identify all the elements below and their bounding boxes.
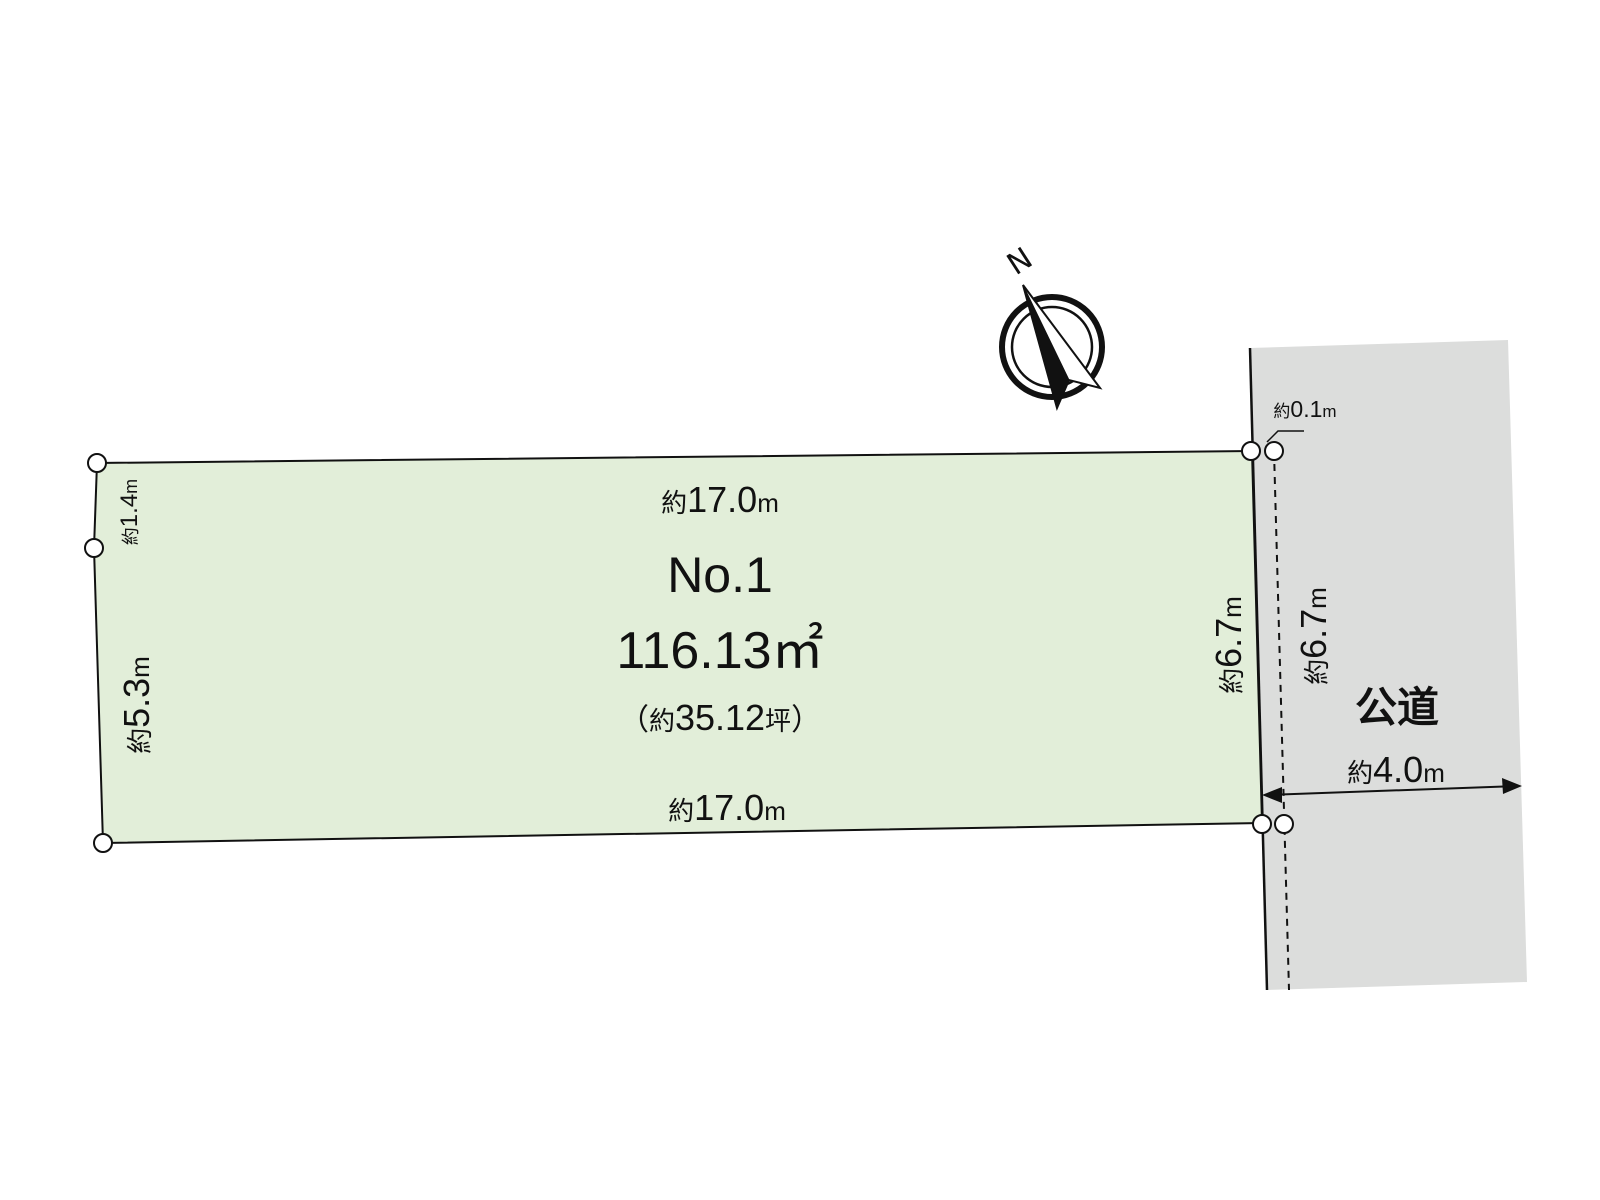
road-width-arrow — [1262, 778, 1522, 803]
setback-leader-line — [1266, 430, 1304, 443]
dim-top: 約17.0m — [661, 479, 779, 520]
lot-area-sqm: 116.13㎡ — [616, 621, 823, 680]
boundary-marker-icon — [1264, 441, 1284, 461]
boundary-marker-icon — [1252, 814, 1272, 834]
lot-name: No.1 — [667, 547, 773, 603]
dim-left-upper: 約1.4m — [116, 479, 143, 545]
boundary-marker-icon — [1274, 814, 1294, 834]
boundary-marker-icon — [84, 538, 104, 558]
compass: N — [999, 241, 1105, 412]
setback-dim: 約0.1m — [1273, 396, 1336, 422]
north-label: N — [1001, 241, 1039, 283]
lot-parcel-no1 — [92, 449, 1264, 845]
boundary-markers — [84, 441, 1294, 853]
north-arrow-icon — [1022, 284, 1103, 412]
public-road-area — [1250, 340, 1527, 990]
road-frontage-dim: 約6.7m — [1293, 587, 1334, 685]
dim-right: 約6.7m — [1208, 596, 1249, 694]
boundary-marker-icon — [1241, 441, 1261, 461]
boundary-marker-icon — [93, 833, 113, 853]
arrow-head-right-icon — [1502, 778, 1522, 794]
boundary-marker-icon — [87, 453, 107, 473]
dim-left-lower: 約5.3m — [116, 656, 157, 754]
road-label: 公道 — [1355, 683, 1439, 732]
road-width-dim: 約4.0m — [1347, 749, 1445, 790]
compass-outer-ring-icon — [999, 294, 1105, 400]
dim-bottom: 約17.0m — [668, 787, 786, 828]
lot-area-tsubo: （約35.12坪） — [619, 697, 821, 738]
arrow-head-left-icon — [1262, 787, 1282, 803]
